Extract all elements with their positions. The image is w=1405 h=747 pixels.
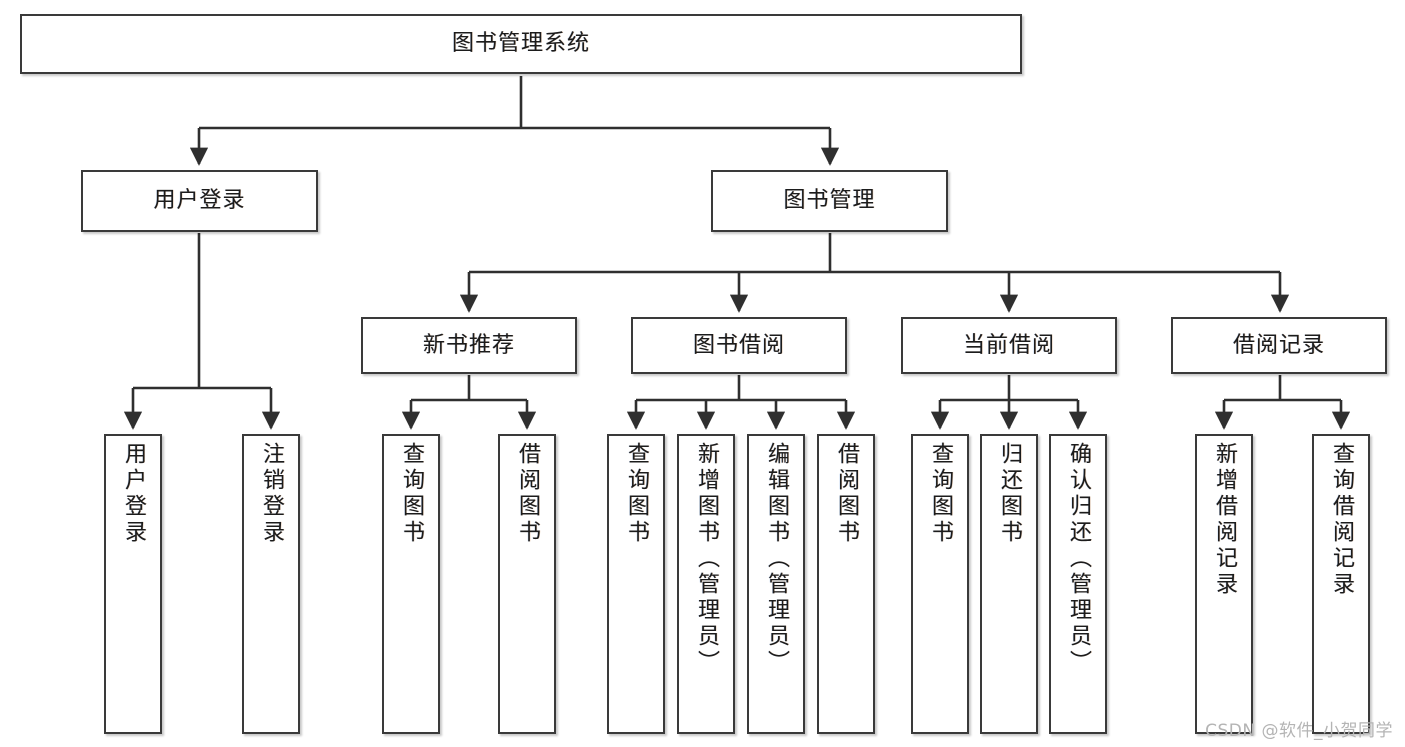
node-book-manage[interactable]: 图书管理 (711, 170, 948, 232)
node-borrow-record-label: 借阅记录 (1232, 332, 1325, 358)
node-book-borrow[interactable]: 图书借阅 (631, 317, 847, 374)
leaf-book-borrow-1[interactable]: 新增图书（管理员） (677, 434, 735, 734)
leaf-book-borrow-3-label: 借阅图书 (834, 442, 859, 546)
leaf-current-borrow-0-label: 查询图书 (928, 442, 953, 546)
node-borrow-record[interactable]: 借阅记录 (1171, 317, 1387, 374)
leaf-borrow-record-1-label: 查询借阅记录 (1329, 442, 1354, 598)
leaf-book-borrow-2[interactable]: 编辑图书（管理员） (747, 434, 805, 734)
leaf-new-book-1[interactable]: 借阅图书 (498, 434, 556, 734)
leaf-current-borrow-1[interactable]: 归还图书 (980, 434, 1038, 734)
leaf-current-borrow-2[interactable]: 确认归还（管理员） (1049, 434, 1107, 734)
leaf-new-book-1-label: 借阅图书 (515, 442, 540, 546)
leaf-borrow-record-0[interactable]: 新增借阅记录 (1195, 434, 1253, 734)
leaf-user-login-0[interactable]: 用户登录 (104, 434, 162, 734)
node-new-book-recommend-label: 新书推荐 (422, 332, 515, 358)
leaf-user-login-0-label: 用户登录 (121, 442, 146, 546)
leaf-user-login-1-label: 注销登录 (259, 442, 284, 546)
leaf-book-borrow-3[interactable]: 借阅图书 (817, 434, 875, 734)
node-current-borrow-label: 当前借阅 (962, 332, 1055, 358)
leaf-borrow-record-0-label: 新增借阅记录 (1212, 442, 1237, 598)
node-book-borrow-label: 图书借阅 (692, 332, 785, 358)
node-root-label: 图书管理系统 (451, 31, 590, 57)
leaf-book-borrow-1-label: 新增图书（管理员） (694, 442, 719, 676)
node-user-login-label: 用户登录 (153, 188, 246, 214)
leaf-book-borrow-2-label: 编辑图书（管理员） (764, 442, 789, 676)
leaf-user-login-1[interactable]: 注销登录 (242, 434, 300, 734)
leaf-borrow-record-1[interactable]: 查询借阅记录 (1312, 434, 1370, 734)
node-current-borrow[interactable]: 当前借阅 (901, 317, 1117, 374)
leaf-book-borrow-0[interactable]: 查询图书 (607, 434, 665, 734)
csdn-watermark: CSDN @软件_小贺同学 (1205, 721, 1393, 741)
leaf-current-borrow-2-label: 确认归还（管理员） (1066, 442, 1091, 676)
node-new-book-recommend[interactable]: 新书推荐 (361, 317, 577, 374)
leaf-book-borrow-0-label: 查询图书 (624, 442, 649, 546)
leaf-new-book-0[interactable]: 查询图书 (382, 434, 440, 734)
leaf-current-borrow-1-label: 归还图书 (997, 442, 1022, 546)
node-root[interactable]: 图书管理系统 (20, 14, 1022, 74)
leaf-new-book-0-label: 查询图书 (399, 442, 424, 546)
node-user-login[interactable]: 用户登录 (81, 170, 318, 232)
leaf-current-borrow-0[interactable]: 查询图书 (911, 434, 969, 734)
node-book-manage-label: 图书管理 (783, 188, 876, 214)
